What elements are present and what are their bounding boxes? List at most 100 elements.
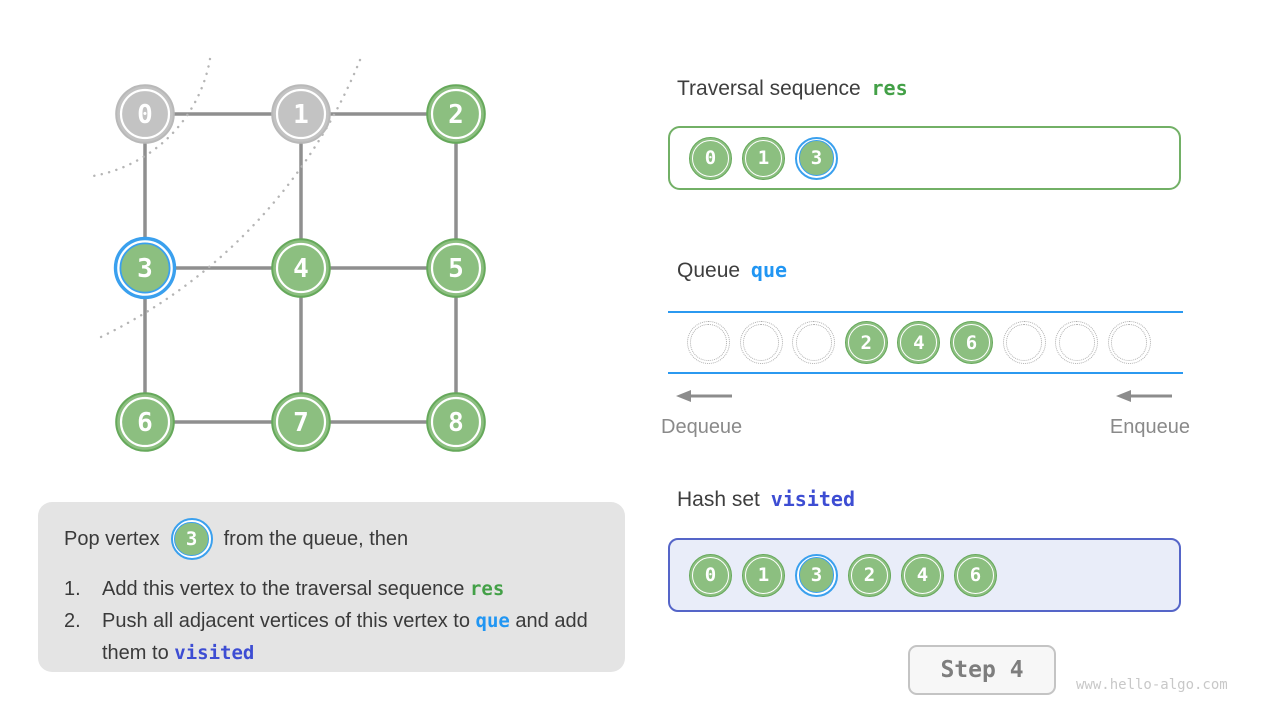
vertex-number: 4 [913,331,925,354]
node-shape [430,88,482,140]
graph-node-8: 8 [426,392,486,452]
code-term: visited [174,642,255,664]
res-panel-header: Traversal sequence res [677,76,908,101]
intro-text-before: Pop vertex [64,527,160,550]
queue-panel-header: Queue que [677,258,787,283]
node-label: 5 [448,254,464,284]
enqueue-arrow-icon [1116,390,1172,402]
node-shape [119,396,171,448]
vertex-number: 1 [757,147,770,169]
explanation-intro: Pop vertex 3 from the queue, then [64,518,605,560]
intro-text-after: from the queue, then [223,527,409,550]
node-shape [119,88,171,140]
node-label: 3 [137,254,153,284]
node-label: 8 [448,408,464,438]
vertex-number: 2 [860,331,872,354]
graph-node-5: 5 [426,238,486,298]
vertex-number: 4 [916,564,929,586]
node-shape [115,392,175,452]
graph-diagram: 0 1 2 3 4 5 6 7 8 [91,57,486,452]
graph-node-7: 7 [271,392,331,452]
watermark: www.hello-algo.com [1076,677,1228,693]
visited-title: Hash set [677,488,760,511]
node-shape [430,242,482,294]
queue-empty-slot [1002,321,1046,364]
node-shape [115,84,175,144]
visited-code-label: visited [770,487,856,511]
node-label: 0 [137,100,153,130]
code-term: que [475,610,510,632]
node-shape [426,238,486,298]
graph-node-3: 3 [113,236,177,300]
vertex-circle-1: 1 [742,136,785,180]
graph-node-4: 4 [271,238,331,298]
vertex-number: 6 [969,564,982,586]
plain-text: Add this vertex to the traversal sequenc… [102,578,470,600]
step-indicator: Step 4 [908,645,1056,695]
vertex-circle-3: 3 [795,136,838,180]
node-shape [430,396,482,448]
graph-nodes: 0 1 2 3 4 5 6 7 8 [113,84,486,452]
vertex-circle-0: 0 [689,553,732,597]
vertex-circle-4: 4 [901,553,944,597]
visited-panel-header: Hash set visited [677,487,855,512]
list-text: Add this vertex to the traversal sequenc… [102,573,605,605]
explanation-step: 2.Push all adjacent vertices of this ver… [64,605,605,669]
node-shape [275,396,327,448]
graph-node-6: 6 [115,392,175,452]
vertex-circle-6: 6 [949,321,993,364]
vertex-number: 0 [704,147,717,169]
node-label: 7 [293,408,309,438]
hash-set-box: 0 1 3 2 4 6 [668,538,1181,612]
list-number: 2. [64,610,81,632]
bfs-wavefront-arc-small [91,57,212,178]
node-label: 4 [293,254,309,284]
node-shape [426,392,486,452]
queue-title: Queue [677,259,741,282]
queue-empty-slot [792,321,836,364]
graph-node-2: 2 [426,84,486,144]
node-label: 1 [293,100,309,130]
queue-empty-slot [1107,321,1151,364]
vertex-number: 3 [810,147,823,169]
node-shape [271,392,331,452]
enqueue-label: Enqueue [1109,416,1190,438]
node-shape [271,84,331,144]
vertex-circle-2: 2 [848,553,891,597]
vertex-number: 3 [810,564,823,586]
popped-vertex-chip: 3 [170,518,213,560]
traversal-sequence-box: 0 1 3 [668,126,1181,190]
code-term: res [469,578,505,600]
vertex-number: 0 [704,564,717,586]
explanation-steps-list: 1. Add this vertex to the traversal seque… [64,573,605,669]
explanation-panel: Pop vertex 3 from the queue, then 1. Add … [38,502,625,672]
plain-text: and add them to [102,610,588,664]
node-shape [426,84,486,144]
vertex-number: 1 [757,564,770,586]
queue-empty-slot [739,321,783,364]
node-label: 2 [448,100,464,130]
graph-node-0: 0 [115,84,175,144]
queue-empty-slot [1055,321,1099,364]
popped-vertex-number: 3 [185,528,198,550]
vertex-number: 6 [965,331,978,354]
bfs-wavefront-arc-large [99,58,362,339]
vertex-number: 2 [863,564,876,586]
vertex-circle-0: 0 [689,136,732,180]
list-number: 1. [64,578,81,600]
node-shape [275,88,327,140]
queue-direction-labels: Dequeue Enqueue [661,416,1190,439]
vertex-circle-6: 6 [954,553,997,597]
vertex-circle-2: 2 [844,321,888,364]
vertex-circle-4: 4 [897,321,941,364]
explanation-step: 1. Add this vertex to the traversal seque… [64,573,605,605]
res-title: Traversal sequence [677,77,861,100]
node-shape [275,242,327,294]
queue-empty-slot [687,321,730,364]
node-shape [271,238,331,298]
graph-node-1: 1 [271,84,331,144]
dequeue-arrow-icon [676,390,732,402]
vertex-circle-3: 3 [795,553,838,597]
dequeue-label: Dequeue [661,416,743,438]
